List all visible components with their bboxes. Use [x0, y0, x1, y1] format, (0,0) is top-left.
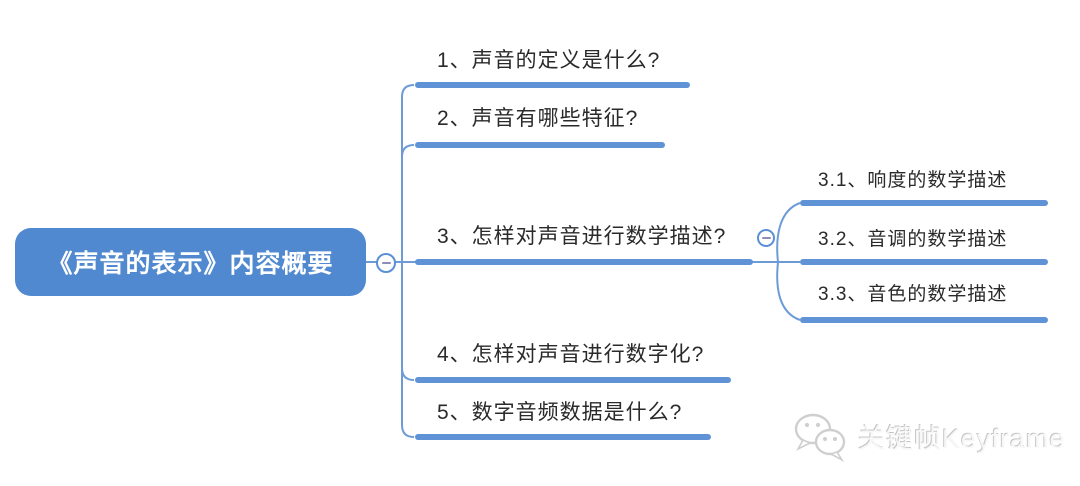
branch-node-5[interactable]: 5、数字音频数据是什么?	[437, 401, 683, 424]
child-node-3-1[interactable]: 3.1、响度的数学描述	[818, 170, 1008, 191]
root-node[interactable]: 《声音的表示》内容概要	[15, 228, 366, 296]
edge-b3-child-3	[776, 261, 801, 321]
edge-trunk-up	[401, 84, 415, 262]
root-node-label: 《声音的表示》内容概要	[47, 250, 334, 278]
child-node-3-3[interactable]: 3.3、音色的数学描述	[818, 284, 1008, 305]
child-node-3-2[interactable]: 3.2、音调的数学描述	[818, 229, 1008, 250]
minus-icon	[381, 262, 391, 264]
branch-node-3[interactable]: 3、怎样对声音进行数学描述?	[437, 225, 727, 248]
branch-node-2[interactable]: 2、声音有哪些特征?	[437, 107, 639, 130]
branch-node-4[interactable]: 4、怎样对声音进行数字化?	[437, 343, 705, 366]
edge-b3-child-1	[776, 202, 801, 263]
edge-branch-4	[401, 367, 415, 381]
collapse-button-branch-3[interactable]	[757, 229, 775, 247]
branch-node-1[interactable]: 1、声音的定义是什么?	[437, 49, 661, 72]
minus-icon	[761, 237, 771, 239]
edge-trunk-down	[401, 262, 415, 438]
collapse-button-root[interactable]	[376, 253, 396, 273]
edge-branch-2	[401, 144, 415, 158]
